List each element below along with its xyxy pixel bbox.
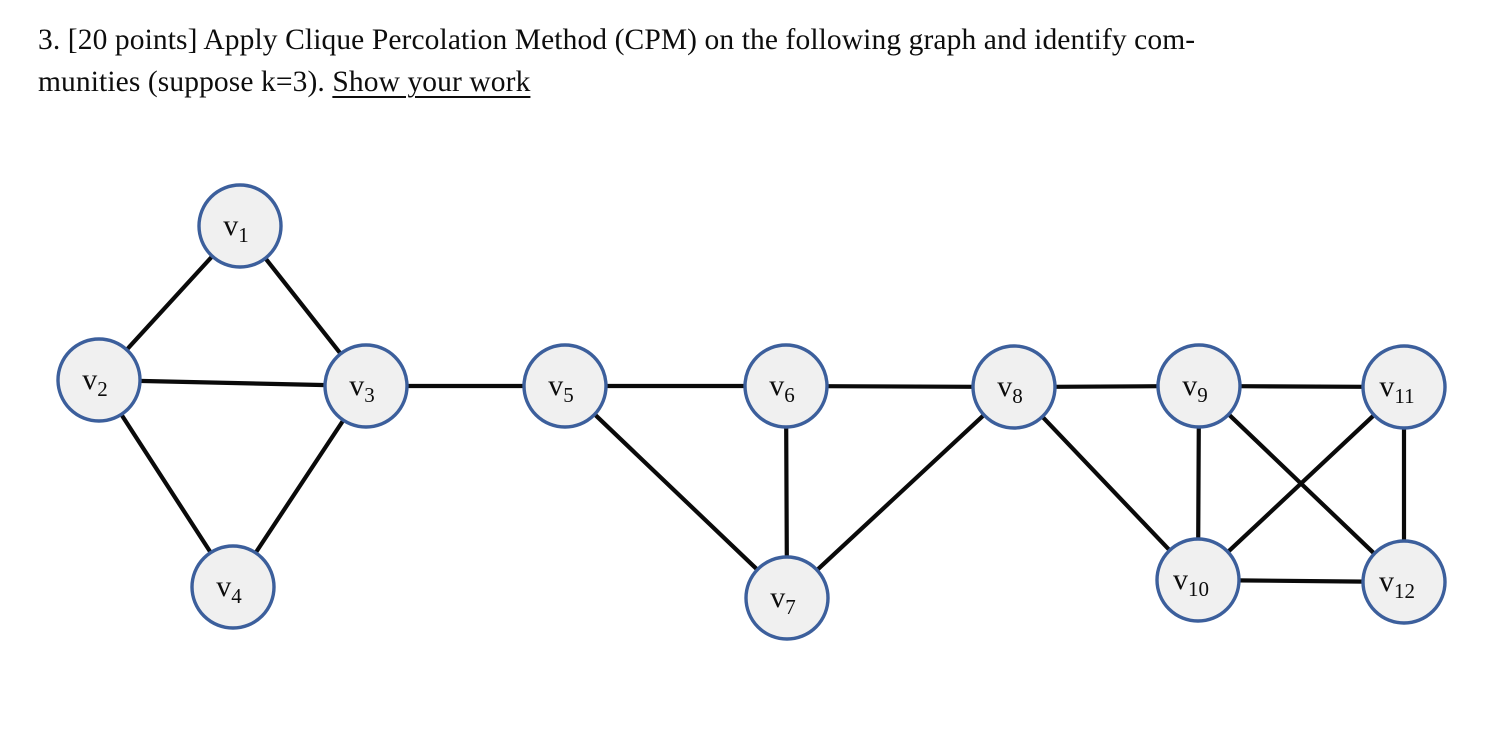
graph-node-v1[interactable]: v1	[197, 183, 283, 269]
graph-edge-v9-v10	[1196, 422, 1201, 544]
node-label-v3: v3	[349, 369, 375, 407]
node-circle-v1	[197, 183, 283, 269]
node-circle-v2	[56, 337, 142, 423]
node-label-v5: v5	[548, 369, 574, 407]
graph-edge-v5-v7	[591, 410, 761, 574]
edge-layer	[118, 252, 1407, 584]
node-circle-v9	[1156, 343, 1242, 429]
question-text: 3. [20 points] Apply Clique Percolation …	[38, 20, 1450, 104]
graph-edge-v10-v11	[1224, 411, 1378, 556]
node-circle-v11	[1361, 344, 1447, 430]
graph-node-v10[interactable]: v10	[1155, 537, 1241, 623]
node-label-v7: v7	[770, 581, 796, 619]
question-line-2-prefix: munities (suppose k=3).	[38, 65, 333, 98]
graph-edge-v2-v4	[118, 410, 214, 557]
node-label-v8: v8	[997, 370, 1023, 408]
node-circle-v3	[323, 343, 409, 429]
graph-edge-v7-v8	[813, 411, 988, 574]
node-label-v6: v6	[769, 369, 795, 407]
graph-edge-v2-v3	[135, 378, 330, 388]
graph-node-v12[interactable]: v12	[1361, 539, 1447, 625]
graph-edge-v8-v9	[1050, 384, 1163, 389]
node-label-v10: v10	[1173, 563, 1209, 601]
graph-edge-v6-v7	[784, 422, 789, 562]
node-circle-v7	[744, 555, 830, 641]
node-label-v9: v9	[1182, 369, 1208, 407]
node-layer: v1 v2 v3 v4 v5 v6 v7 v8 v9 v10 v11 v12	[56, 183, 1447, 641]
graph-edge-v6-v8	[822, 384, 978, 389]
graph-edge-v8-v10	[1038, 413, 1174, 554]
node-circle-v4	[190, 544, 276, 630]
node-circle-v6	[743, 343, 829, 429]
graph-edge-v1-v2	[123, 252, 216, 354]
graph-node-v5[interactable]: v5	[522, 343, 608, 429]
question-line-2: munities (suppose k=3). Show your work	[38, 62, 1450, 104]
question-line-1: 3. [20 points] Apply Clique Percolation …	[38, 24, 1196, 56]
graph-node-v4[interactable]: v4	[190, 544, 276, 630]
show-your-work-emphasis: Show your work	[332, 65, 531, 98]
graph-node-v2[interactable]: v2	[56, 337, 142, 423]
graph-node-v11[interactable]: v11	[1361, 344, 1447, 430]
graph-edge-v10-v12	[1234, 578, 1368, 584]
graph-node-v6[interactable]: v6	[743, 343, 829, 429]
graph-edge-v1-v3	[262, 254, 344, 358]
graph-node-v9[interactable]: v9	[1156, 343, 1242, 429]
node-circle-v5	[522, 343, 608, 429]
node-circle-v10	[1155, 537, 1241, 623]
graph-node-v8[interactable]: v8	[971, 344, 1057, 430]
graph-edge-v9-v11	[1235, 384, 1368, 389]
node-label-v2: v2	[82, 363, 108, 401]
node-circle-v12	[1361, 539, 1447, 625]
node-label-v11: v11	[1379, 370, 1414, 408]
graph-node-v3[interactable]: v3	[323, 343, 409, 429]
graph-node-v7[interactable]: v7	[744, 555, 830, 641]
node-label-v12: v12	[1379, 565, 1415, 603]
node-circle-v8	[971, 344, 1057, 430]
node-label-v1: v1	[223, 209, 249, 247]
node-label-v4: v4	[216, 570, 242, 608]
graph-edge-v3-v4	[252, 416, 347, 557]
